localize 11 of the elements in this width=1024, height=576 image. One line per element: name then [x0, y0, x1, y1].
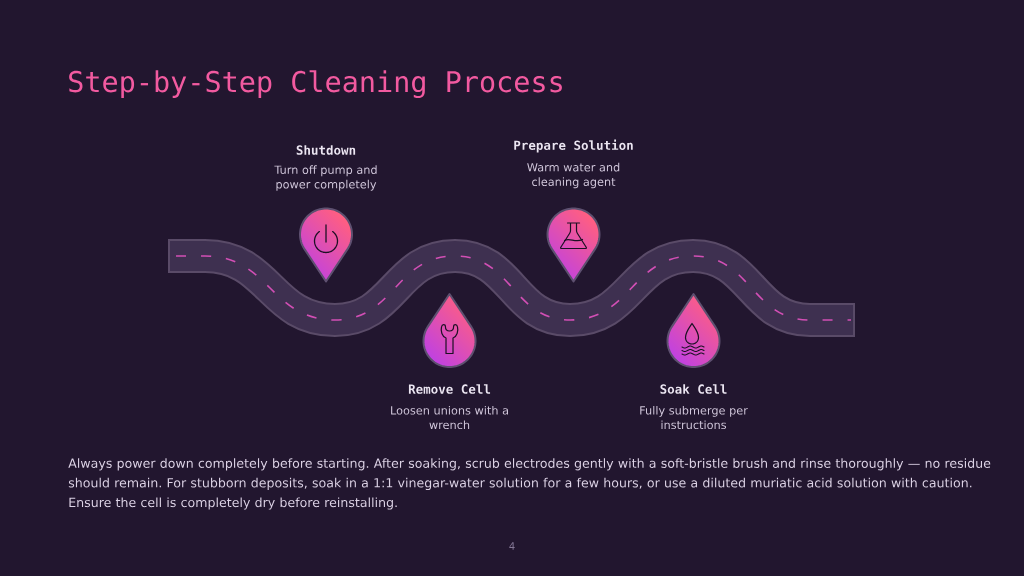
page-number: 4 [509, 542, 515, 550]
step-description: Fully submerge per instructions [640, 405, 748, 430]
step-description: Turn off pump and power completely [274, 165, 377, 191]
step-heading: Prepare Solution [514, 139, 633, 153]
step-heading: Shutdown [296, 145, 356, 155]
step-heading: Remove Cell [408, 384, 491, 394]
title: Step-by-Step Cleaning Process [69, 70, 562, 99]
body-text: Always power down completely before starting. After soaking, scrub electrodes gently with a soft-bristle brush and rinse thoroughly — no residue should remain. For stubborn deposits, soak in a 1:1 vinegar-water solution for a few hours, or use a diluted muriatic acid solution with caution. Ensure the cell is completely dry before reinstalling. [68, 458, 991, 510]
step-description: Loosen unions with a wrench [391, 405, 508, 430]
step-description: Warm water and cleaning agent [527, 162, 620, 189]
step-heading: Soak Cell [660, 384, 727, 394]
